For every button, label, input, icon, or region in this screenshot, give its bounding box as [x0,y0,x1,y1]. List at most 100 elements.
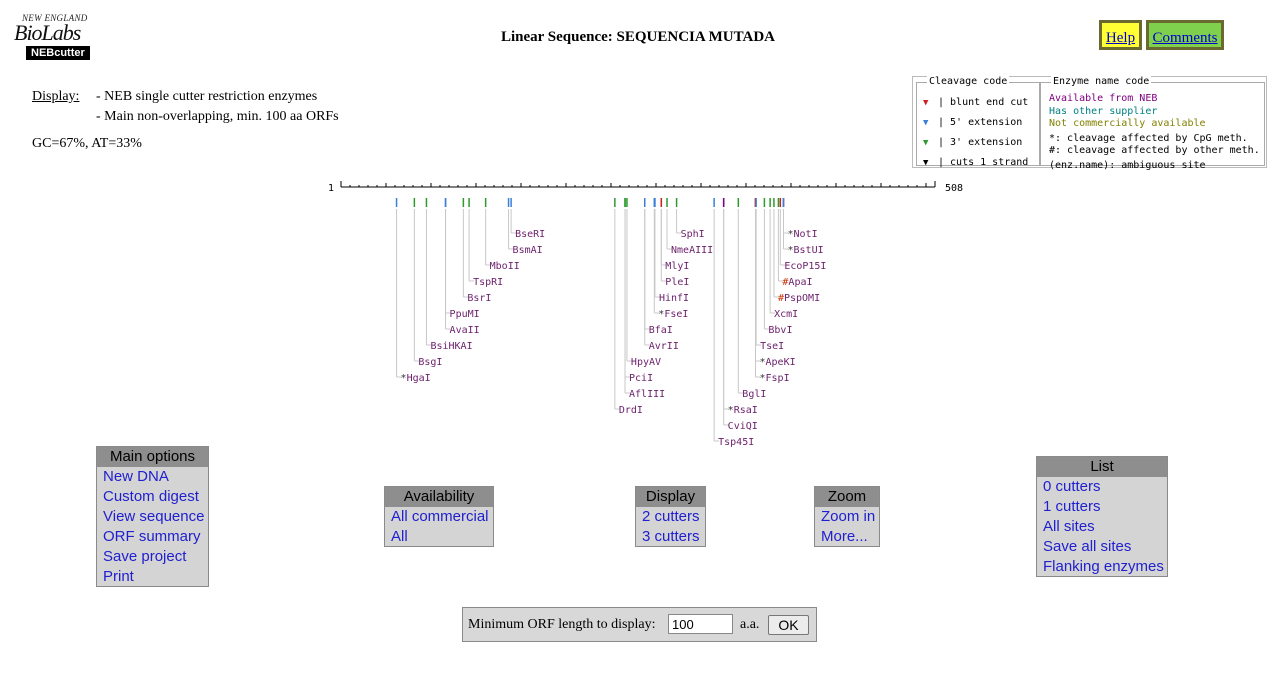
enzyme-name[interactable]: DrdI [619,405,643,416]
enzyme-label: BsiHKAI [430,341,472,352]
enzyme-name[interactable]: FspI [766,373,790,384]
cleavage-code-item: ▼| 3' extension [923,137,1022,151]
enzyme-name-code-item: (enz.name): ambiguous site [1049,160,1206,171]
enzyme-name[interactable]: PleI [665,277,689,288]
main-menu-item[interactable]: Save project [103,548,187,565]
enzyme-name[interactable]: HinfI [659,293,689,304]
enzyme-label: MlyI [665,261,689,272]
cleavage-code-title: Cleavage code [927,76,1010,87]
enzyme-meth-flag: # [782,277,788,288]
enzyme-name[interactable]: AvaII [450,325,480,336]
enzyme-name[interactable]: HgaI [407,373,431,384]
enzyme-name[interactable]: MboII [490,261,520,272]
enzyme-name[interactable]: BsiHKAI [430,341,472,352]
enzyme-name-code-title: Enzyme name code [1051,76,1152,87]
enzyme-name[interactable]: BbvI [768,325,792,336]
enzyme-name[interactable]: PciI [629,373,653,384]
enzyme-label: TspRI [473,277,503,288]
display-menu-item[interactable]: 2 cutters [642,508,700,525]
enzyme-label: SphI [681,229,705,240]
enzyme-name[interactable]: SphI [681,229,705,240]
enzyme-name[interactable]: HpyAV [631,357,661,368]
enzyme-name[interactable]: BsrI [467,293,491,304]
availability-menu-item[interactable]: All commercial [391,508,489,525]
list-menu-item[interactable]: Save all sites [1043,538,1132,555]
enzyme-name[interactable]: BsmAI [513,245,543,256]
zoom-menu-item[interactable]: More... [821,528,868,545]
display-menu-item[interactable]: 3 cutters [642,528,700,545]
zoom-menu-item[interactable]: Zoom in [821,508,876,525]
enzyme-label: BsgI [418,357,442,368]
cleavage-code-box: Cleavage code ▼| blunt end cut▼| 5' exte… [916,76,1040,168]
list-menu-item[interactable]: 1 cutters [1043,498,1101,515]
enzyme-name[interactable]: TspRI [473,277,503,288]
enzyme-name[interactable]: AflIII [629,389,665,400]
enzyme-name[interactable]: CviQI [728,421,758,432]
enzyme-name[interactable]: XcmI [774,309,798,320]
list-menu-title: List [1037,457,1167,477]
enzyme-name[interactable]: BsgI [418,357,442,368]
enzyme-name[interactable]: BglI [742,389,766,400]
main-menu-title: Main options [97,447,208,467]
list-menu-item[interactable]: All sites [1043,518,1095,535]
enzyme-label: DrdI [619,405,643,416]
cleavage-code-text: | 3' extension [938,137,1023,148]
axis-end-label: 508 [945,183,963,194]
availability-menu-item[interactable]: All [391,528,408,545]
enzyme-name-code-item: Not commercially available [1049,118,1206,129]
logo-line1: NEW ENGLAND [22,13,88,23]
enzyme-name[interactable]: EcoP15I [784,261,826,272]
enzyme-name[interactable]: AvrII [649,341,679,352]
help-button[interactable]: Help [1099,20,1142,50]
cleavage-marker-icon: ▼ [923,98,929,108]
enzyme-label: *ApeKI [759,357,795,368]
cleavage-code-text: | cuts 1 strand [938,157,1029,168]
enzyme-name-code-item: #: cleavage affected by other meth. [1049,145,1260,156]
main-menu-item[interactable]: ORF summary [103,528,201,545]
enzyme-name[interactable]: MlyI [665,261,689,272]
enzyme-name[interactable]: PpuMI [450,309,480,320]
enzyme-name[interactable]: ApaI [788,277,812,288]
list-menu-item[interactable]: 0 cutters [1043,478,1101,495]
cleavage-marker-icon: ▼ [923,118,929,128]
enzyme-name[interactable]: BstUI [794,245,824,256]
enzyme-label: AflIII [629,389,665,400]
main-menu-item[interactable]: Custom digest [103,488,199,505]
enzyme-label: HpyAV [631,357,661,368]
main-menu-item[interactable]: View sequence [103,508,205,525]
enzyme-name[interactable]: ApeKI [766,357,796,368]
comments-button[interactable]: Comments [1146,20,1224,50]
enzyme-label: BglI [742,389,766,400]
orf-ok-button[interactable]: OK [768,615,809,635]
enzyme-name[interactable]: NmeAIII [671,245,713,256]
enzyme-name[interactable]: Tsp45I [718,437,754,448]
enzyme-label: MboII [490,261,520,272]
main-menu-item[interactable]: Print [103,568,134,585]
enzyme-name[interactable]: PspOMI [784,293,820,304]
main-menu-item[interactable]: New DNA [103,468,169,485]
enzyme-name[interactable]: BfaI [649,325,673,336]
enzyme-name[interactable]: FseI [664,309,688,320]
enzyme-meth-flag: # [778,293,784,304]
display-menu-title: Display [636,487,705,507]
enzyme-name[interactable]: BseRI [515,229,545,240]
enzyme-label: *HgaI [401,373,431,384]
enzyme-name[interactable]: TseI [760,341,784,352]
enzyme-label: #ApaI [782,277,812,288]
display-line-1: - NEB single cutter restriction enzymes [96,89,318,104]
orf-length-input[interactable] [668,614,733,634]
enzyme-meth-flag: * [658,309,664,320]
enzyme-label: Tsp45I [718,437,754,448]
list-menu-item[interactable]: Flanking enzymes [1043,558,1164,575]
enzyme-name[interactable]: NotI [794,229,818,240]
enzyme-name[interactable]: RsaI [734,405,758,416]
display-line-2: - Main non-overlapping, min. 100 aa ORFs [96,109,339,124]
enzyme-meth-flag: * [728,405,734,416]
enzyme-label: CviQI [728,421,758,432]
enzyme-meth-flag: * [787,245,793,256]
